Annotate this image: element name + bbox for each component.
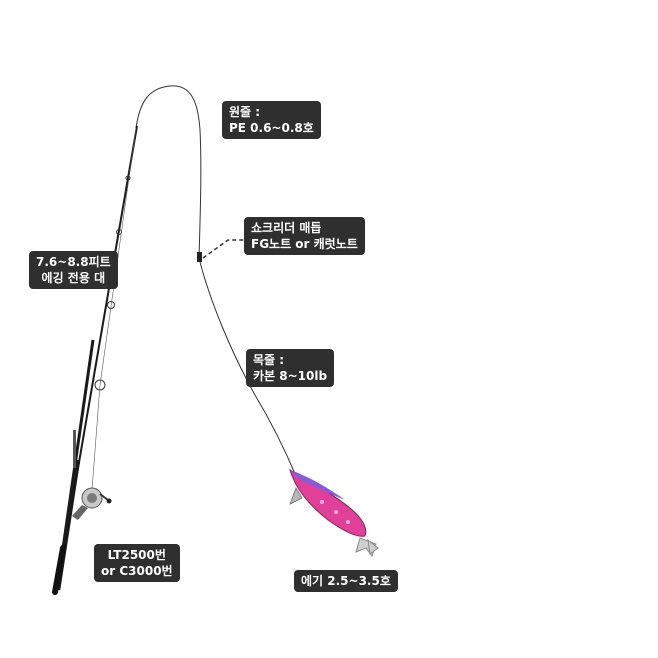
leader-line [199, 261, 297, 477]
leader-label-spec: 카본 8~10lb [253, 369, 328, 383]
reel-label-alt: or C3000번 [101, 564, 173, 578]
main-line-label: 원줄 : PE 0.6~0.8호 [222, 101, 321, 139]
knot-marker [197, 252, 202, 262]
knot-label-title: 쇼크리더 매듭 [251, 221, 322, 235]
main-line-label-spec: PE 0.6~0.8호 [229, 121, 314, 135]
knot-pointer [202, 239, 246, 259]
leader-label-title: 목줄 : [253, 353, 285, 367]
knot-label-spec: FG노트 or 캐럿노트 [251, 237, 358, 251]
reel-label-size: LT2500번 [107, 548, 166, 562]
spinning-reel [72, 487, 112, 520]
knot-label: 쇼크리더 매듭 FG노트 or 캐럿노트 [244, 217, 365, 255]
egi-lure [289, 468, 379, 558]
reel-label: LT2500번 or C3000번 [94, 544, 180, 582]
main-line-label-title: 원줄 : [229, 105, 261, 119]
rod-label-length: 7.6~8.8피트 [36, 255, 111, 269]
leader-label: 목줄 : 카본 8~10lb [246, 349, 335, 387]
egi-label: 에기 2.5~3.5호 [294, 570, 398, 592]
rod-label-type: 에깅 전용 대 [41, 271, 106, 285]
egi-label-size: 에기 2.5~3.5호 [301, 574, 391, 588]
main-line [135, 85, 202, 261]
rod-label: 7.6~8.8피트 에깅 전용 대 [29, 251, 118, 289]
fishing-rod [52, 125, 138, 595]
